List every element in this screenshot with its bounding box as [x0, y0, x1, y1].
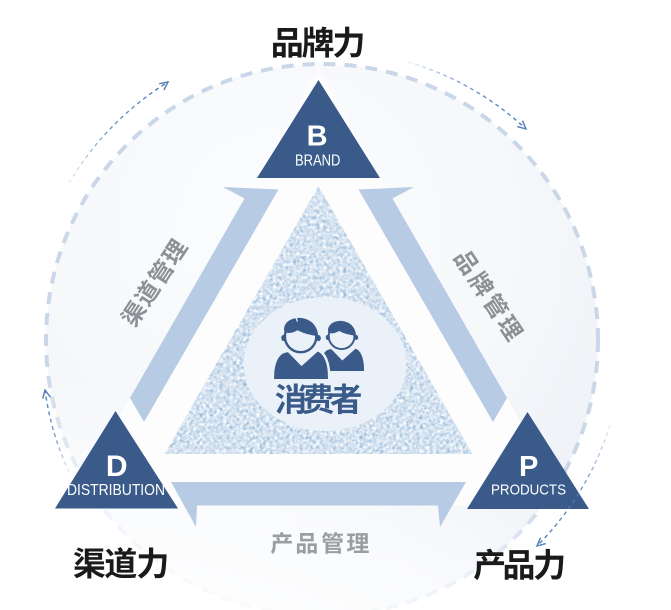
svg-text:DISTRIBUTION: DISTRIBUTION: [67, 482, 165, 499]
svg-text:BRAND: BRAND: [295, 152, 341, 169]
svg-text:B: B: [307, 121, 328, 153]
svg-text:D: D: [106, 450, 128, 483]
svg-text:P: P: [519, 451, 538, 483]
svg-text:PRODUCTS: PRODUCTS: [491, 481, 566, 498]
